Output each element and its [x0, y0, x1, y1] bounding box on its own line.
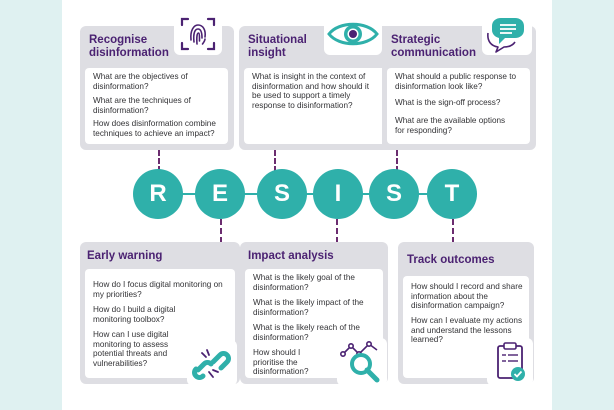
connector-line — [158, 150, 160, 172]
card-title: Track outcomes — [407, 254, 495, 266]
connector-line — [220, 219, 222, 243]
questions-box: What should a public response to disinfo… — [387, 68, 530, 144]
question-text: How can I use digital monitoring to asse… — [93, 330, 169, 368]
eye-icon — [324, 13, 382, 55]
question-text: What is the likely goal of the disinform… — [253, 273, 355, 292]
question-text: How should I record and share informatio… — [411, 282, 523, 311]
broken-link-icon — [187, 340, 237, 386]
question-text: What is insight in the context of disinf… — [252, 72, 369, 110]
speech-bubbles-icon — [482, 13, 532, 55]
questions-box: What is insight in the context of disinf… — [244, 68, 387, 144]
connector-line — [452, 219, 454, 243]
question-text: What is the sign-off process? — [395, 98, 501, 107]
card-early-warning: Early warning How do I focus digital mon… — [80, 242, 240, 384]
connector-line — [396, 150, 398, 172]
card-title: Situational insight — [248, 34, 307, 59]
question-text: What is the likely impact of the disinfo… — [253, 298, 364, 317]
question-text: What are the objectives of disinformatio… — [93, 72, 188, 91]
fingerprint-scan-icon — [174, 13, 222, 55]
question-text: What should a public response to disinfo… — [395, 72, 517, 91]
card-title: Impact analysis — [248, 250, 334, 262]
letter-circle-t: T — [427, 169, 477, 219]
question-text: How can I evaluate my actions and unders… — [411, 316, 523, 345]
clipboard-checklist-icon — [487, 338, 533, 386]
letter-circle-s: S — [257, 169, 307, 219]
resist-diagram: Recognise disinformation What are the ob… — [62, 0, 552, 410]
questions-box: What is the likely goal of the disinform… — [245, 269, 383, 378]
question-text: What are the available options for respo… — [395, 116, 506, 135]
question-text: How should I prioritise the disinformati… — [253, 348, 309, 377]
letter-circle-r: R — [133, 169, 183, 219]
letter-circle-e: E — [195, 169, 245, 219]
letter-circle-s2: S — [369, 169, 419, 219]
connector-line — [336, 219, 338, 243]
letter-circle-i: I — [313, 169, 363, 219]
question-text: What are the techniques of disinformatio… — [93, 96, 191, 115]
magnifier-graph-icon — [337, 338, 387, 386]
card-title: Strategic communication — [391, 34, 476, 59]
question-text: What is the likely reach of the disinfor… — [253, 323, 360, 342]
question-text: How does disinformation combine techniqu… — [93, 119, 216, 138]
card-title: Early warning — [87, 250, 163, 262]
question-text: How do I build a digital monitoring tool… — [93, 305, 176, 324]
connector-line — [274, 150, 276, 172]
card-title: Recognise disinformation — [89, 34, 169, 59]
questions-box: What are the objectives of disinformatio… — [85, 68, 228, 144]
question-text: How do I focus digital monitoring on my … — [93, 280, 223, 299]
questions-box: How should I record and share informatio… — [403, 276, 529, 378]
